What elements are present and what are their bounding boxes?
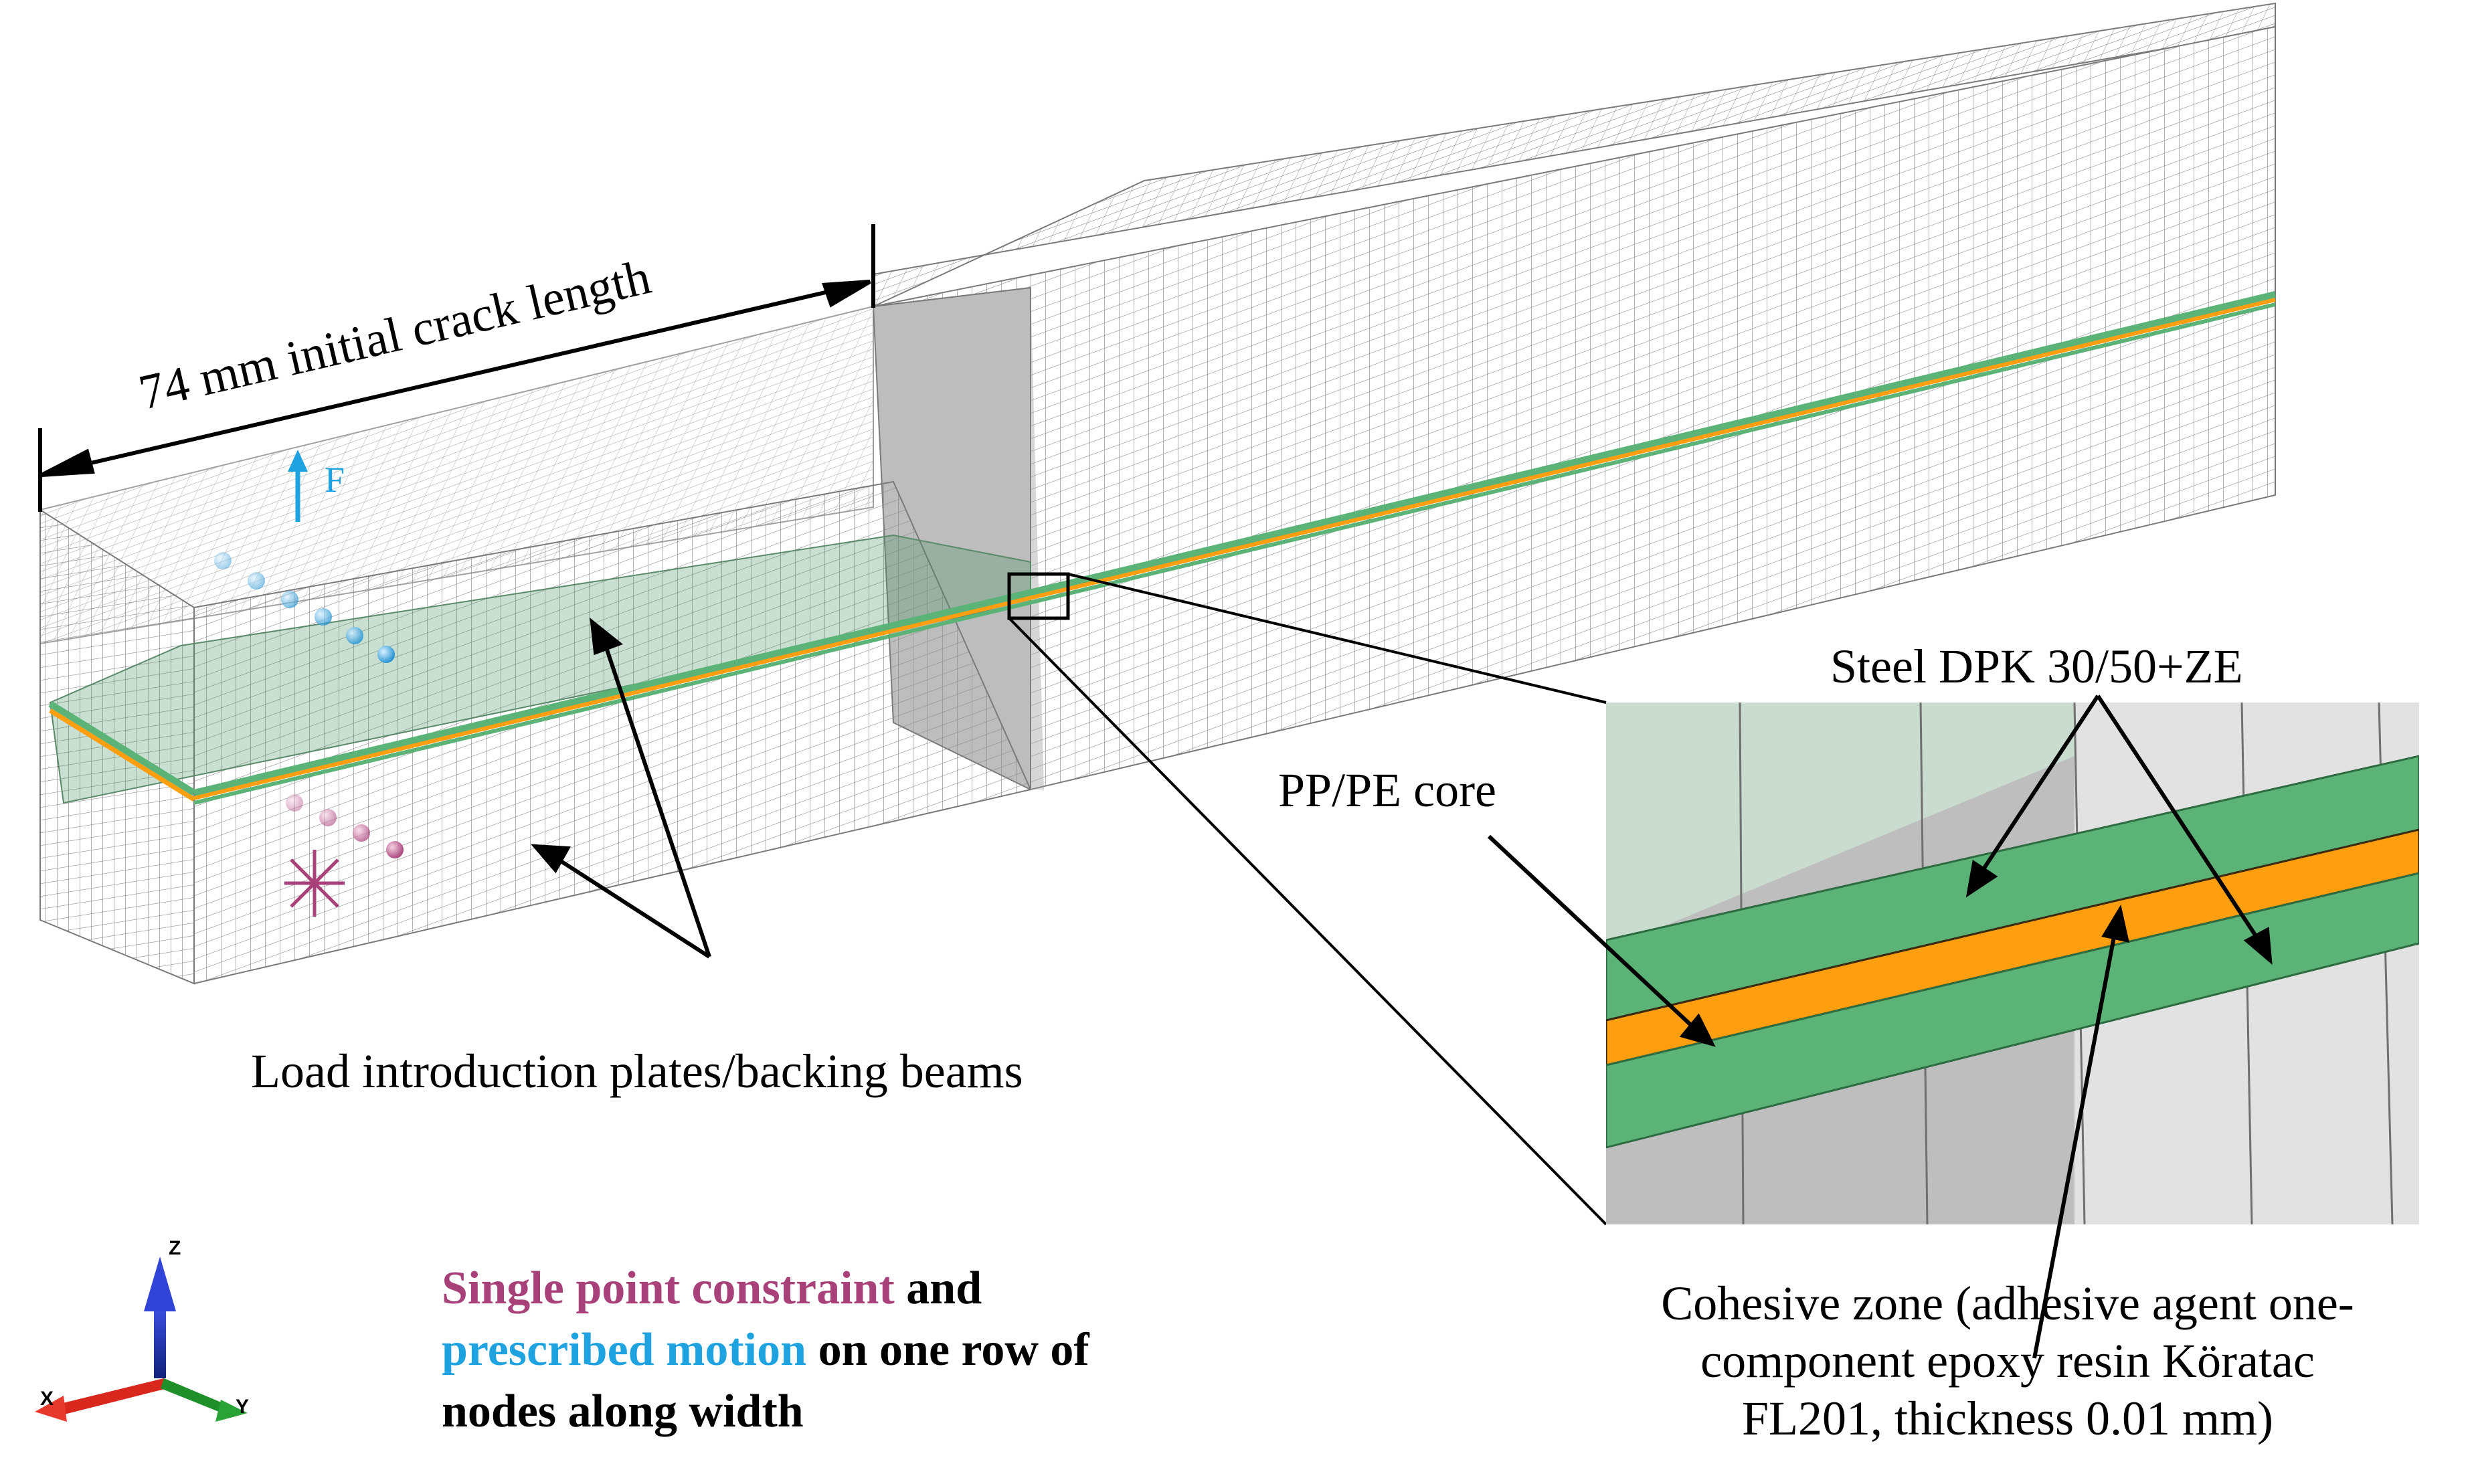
- pointer-arrows: [531, 618, 2273, 1359]
- axis-label-z: Z: [169, 1237, 181, 1259]
- prescribed-text: prescribed motion: [442, 1324, 807, 1376]
- laminate-line: [48, 291, 2277, 805]
- crack-length-dimension: [38, 224, 875, 512]
- cohesive-line-2: component epoxy resin Köratac: [1700, 1334, 2315, 1388]
- cohesive-zone-label: Cohesive zone (adhesive agent one- compo…: [1559, 1275, 2456, 1447]
- row-text: on one row of: [806, 1324, 1089, 1376]
- axis-label-x: X: [40, 1388, 54, 1410]
- spc-text: Single point constraint: [442, 1263, 895, 1314]
- nodes-text: nodes along width: [442, 1386, 804, 1437]
- spc-star-icon: [284, 850, 345, 917]
- axis-label-y: Y: [236, 1396, 249, 1418]
- spc-nodes: [286, 794, 404, 858]
- cohesive-line-1: Cohesive zone (adhesive agent one-: [1661, 1277, 2354, 1330]
- zoom-detail-panel: [1606, 703, 2419, 1224]
- and-text: and: [894, 1263, 982, 1314]
- zoom-source-box: [1007, 572, 1070, 620]
- constraint-note: Single point constraint and prescribed m…: [442, 1258, 1089, 1443]
- coordinate-triad-icon: [35, 1257, 248, 1422]
- cohesive-line-3: FL201, thickness 0.01 mm): [1742, 1392, 2273, 1445]
- force-label: F: [325, 460, 345, 500]
- cracked-arm-side-face: [193, 480, 1032, 985]
- steel-label: Steel DPK 30/50+ZE: [1830, 640, 2243, 693]
- core-label: PP/PE core: [1278, 763, 1497, 817]
- force-arrow-icon: [288, 450, 308, 522]
- transparent-upper-plate: [49, 534, 1031, 804]
- load-plates-label: Load introduction plates/backing beams: [251, 1044, 1023, 1098]
- cracked-arm-block: [39, 305, 1032, 985]
- prescribed-motion-nodes: [214, 552, 395, 663]
